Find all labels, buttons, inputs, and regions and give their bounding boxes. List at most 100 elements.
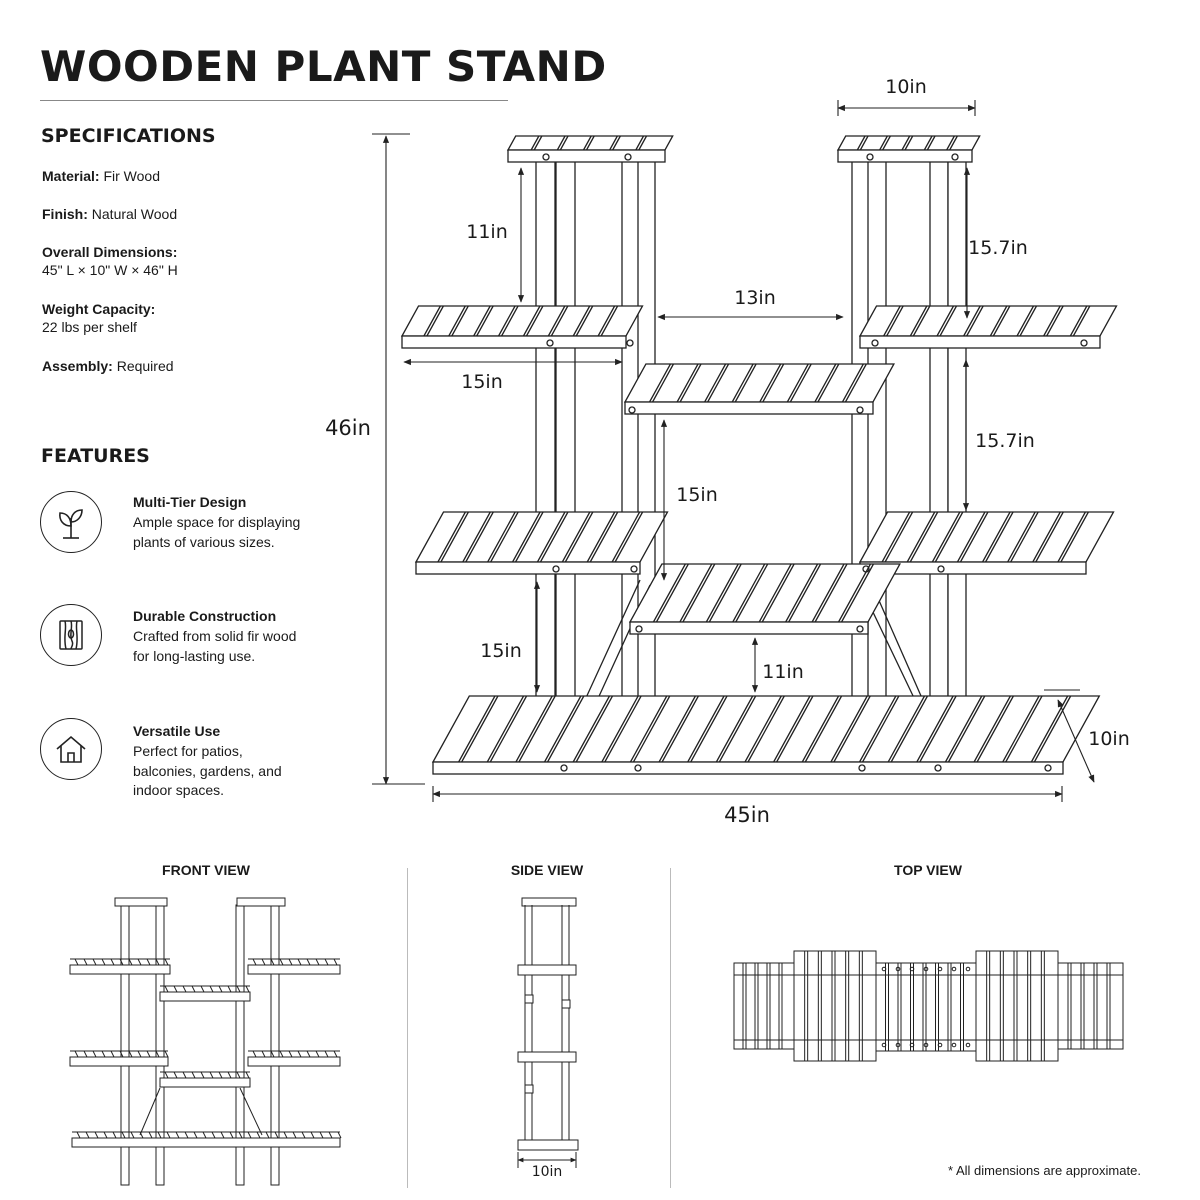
shelf-upper-left-slat [600,305,619,337]
shelf-bottom-slat [833,695,871,763]
spec-assembly: Assembly: Required [42,357,174,375]
shelf-bottom-slat [629,695,668,763]
shelf-upper-right-slat [1043,305,1061,337]
front-view-slat [110,1050,115,1058]
shelf-bottom-slat [1002,695,1040,763]
shelf-top-right-slat [856,135,866,151]
top-view-screw [909,1042,915,1048]
shelf-center-lower-slat [655,563,689,623]
front-view-slat [175,1131,180,1139]
shelf-center-lower-slat [785,563,819,623]
shelf-middle-right-slat [934,511,964,563]
front-view-slat [227,1071,232,1079]
shelf-middle-left-slat [487,511,516,563]
top-view-screw [909,966,915,972]
front-view-slat [315,958,320,966]
front-view-slat [306,1050,311,1058]
front-view-slat [191,1071,196,1079]
front-view-slat [220,1131,225,1139]
stand-screw [934,764,942,772]
shelf-bottom-slat [861,695,900,763]
spec-assembly-label: Assembly: [42,358,113,374]
stand-screw [626,339,634,347]
shelf-center-upper-front-board [624,401,874,415]
front-view-shelf [159,1077,251,1088]
front-view-slat [274,1131,279,1139]
stand-post [851,159,871,759]
front-view-slat [130,1131,135,1139]
stand-screw [635,625,643,633]
shelf-top-left-slat [585,135,595,151]
dim-depth: 10in [1088,728,1130,750]
shelf-center-lower-slat [682,563,716,623]
top-view-screw [937,1042,943,1048]
shelf-top-right-slat [879,135,888,151]
shelf-bottom-slat [976,695,1014,763]
front-view-slat [157,1131,162,1139]
shelf-center-lower-top [628,563,901,623]
dim-center-upper: 15in [676,484,718,506]
shelf-center-lower-slat [811,563,845,623]
shelf-bottom-slat [543,695,582,763]
front-view-slat [164,958,169,966]
shelf-middle-right-slat [1060,511,1089,563]
shelf-middle-left-front-board [415,561,641,575]
stand-screw [624,153,632,161]
shelf-top-right-slat [946,135,955,151]
shelf-middle-right-slat [956,511,986,563]
shelf-upper-right-slat [912,305,931,337]
front-view-slat [103,1131,108,1139]
stand-screw [937,565,945,573]
shelf-upper-left-slat [448,305,466,337]
shelf-bottom-slat [604,695,642,763]
shelf-top-left-slat [556,135,566,151]
spec-finish-label: Finish: [42,206,88,222]
top-view-left-end [733,962,795,1050]
front-view-shelf [247,964,341,975]
front-view-slat [297,958,302,966]
shelf-middle-left-slat [462,511,491,563]
front-view-slat [166,1131,171,1139]
front-view-slat [245,1071,250,1079]
shelf-bottom-slat [715,695,754,763]
front-view-slat [211,1131,216,1139]
front-view-slat [328,1131,333,1139]
stand-post [929,159,949,759]
shelf-center-upper-slat [759,363,782,403]
shelf-bottom-slat [718,695,757,763]
dim-top-gap: 11in [466,221,508,243]
feature-title-versatile: Versatile Use [133,723,221,739]
front-view-slat [146,958,151,966]
front-view-slat [310,1131,315,1139]
front-view-slat [236,1071,241,1079]
shelf-middle-left-slat [561,511,591,563]
shelf-center-upper-slat [841,363,864,403]
shelf-middle-right-slat [1007,511,1036,563]
front-view-slat [128,1050,133,1058]
front-view-slat [333,958,338,966]
spec-dimensions-label: Overall Dimensions: [42,244,178,260]
shelf-upper-left-slat [547,305,566,337]
shelf-center-upper-slat [817,363,840,403]
shelf-middle-right-slat [1010,511,1039,563]
stand-screw [1080,339,1088,347]
stand-screw [856,406,864,414]
front-view-slat [101,1050,106,1058]
front-view-slat [279,958,284,966]
front-view-slat [92,1050,97,1058]
shelf-bottom-slat [890,695,929,763]
dim-left-shelf: 15in [461,371,503,393]
front-view-slat [252,1050,257,1058]
shelf-center-lower-slat [705,563,739,623]
front-view-slat [128,958,133,966]
shelf-center-lower-slat [814,563,848,623]
dim-line-depth [1057,699,1095,783]
front-view-slat [265,1131,270,1139]
shelf-bottom-slat [489,695,528,763]
shelf-upper-right-slat [963,305,981,337]
stand-screw [634,764,642,772]
shelf-bottom-slat [572,695,611,763]
spec-material-value: Fir Wood [103,168,161,184]
top-view-screw [881,966,887,972]
shelf-center-lower-slat [708,563,742,623]
